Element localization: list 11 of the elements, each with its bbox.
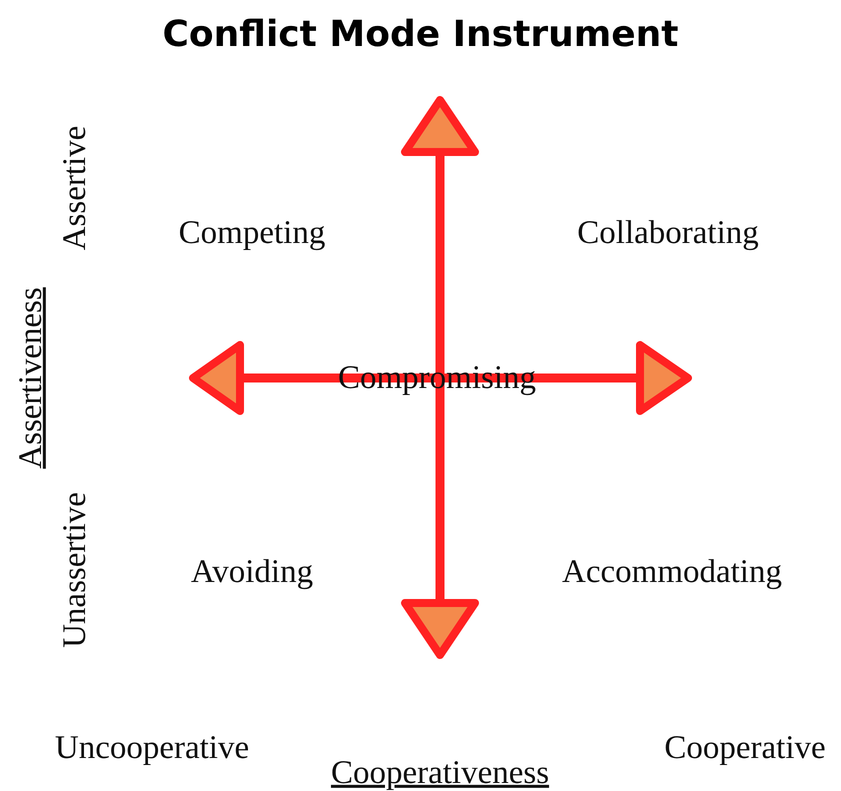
- title: Conflict Mode Instrument: [162, 14, 680, 55]
- axis-end-label: Uncooperative: [54, 730, 250, 766]
- axis-end-label: Unassertive: [56, 492, 94, 648]
- axis-end-label: Assertive: [56, 126, 94, 250]
- quadrant-label: Competing: [178, 214, 326, 252]
- quadrant-label: Accommodating: [562, 554, 782, 590]
- axis-title: Assertiveness: [12, 287, 50, 469]
- quadrant-label: Avoiding: [190, 554, 314, 590]
- axis-end-label: Cooperative: [664, 730, 826, 766]
- axis-title: Cooperativeness: [330, 754, 550, 791]
- quadrant-label: Collaborating: [577, 214, 759, 252]
